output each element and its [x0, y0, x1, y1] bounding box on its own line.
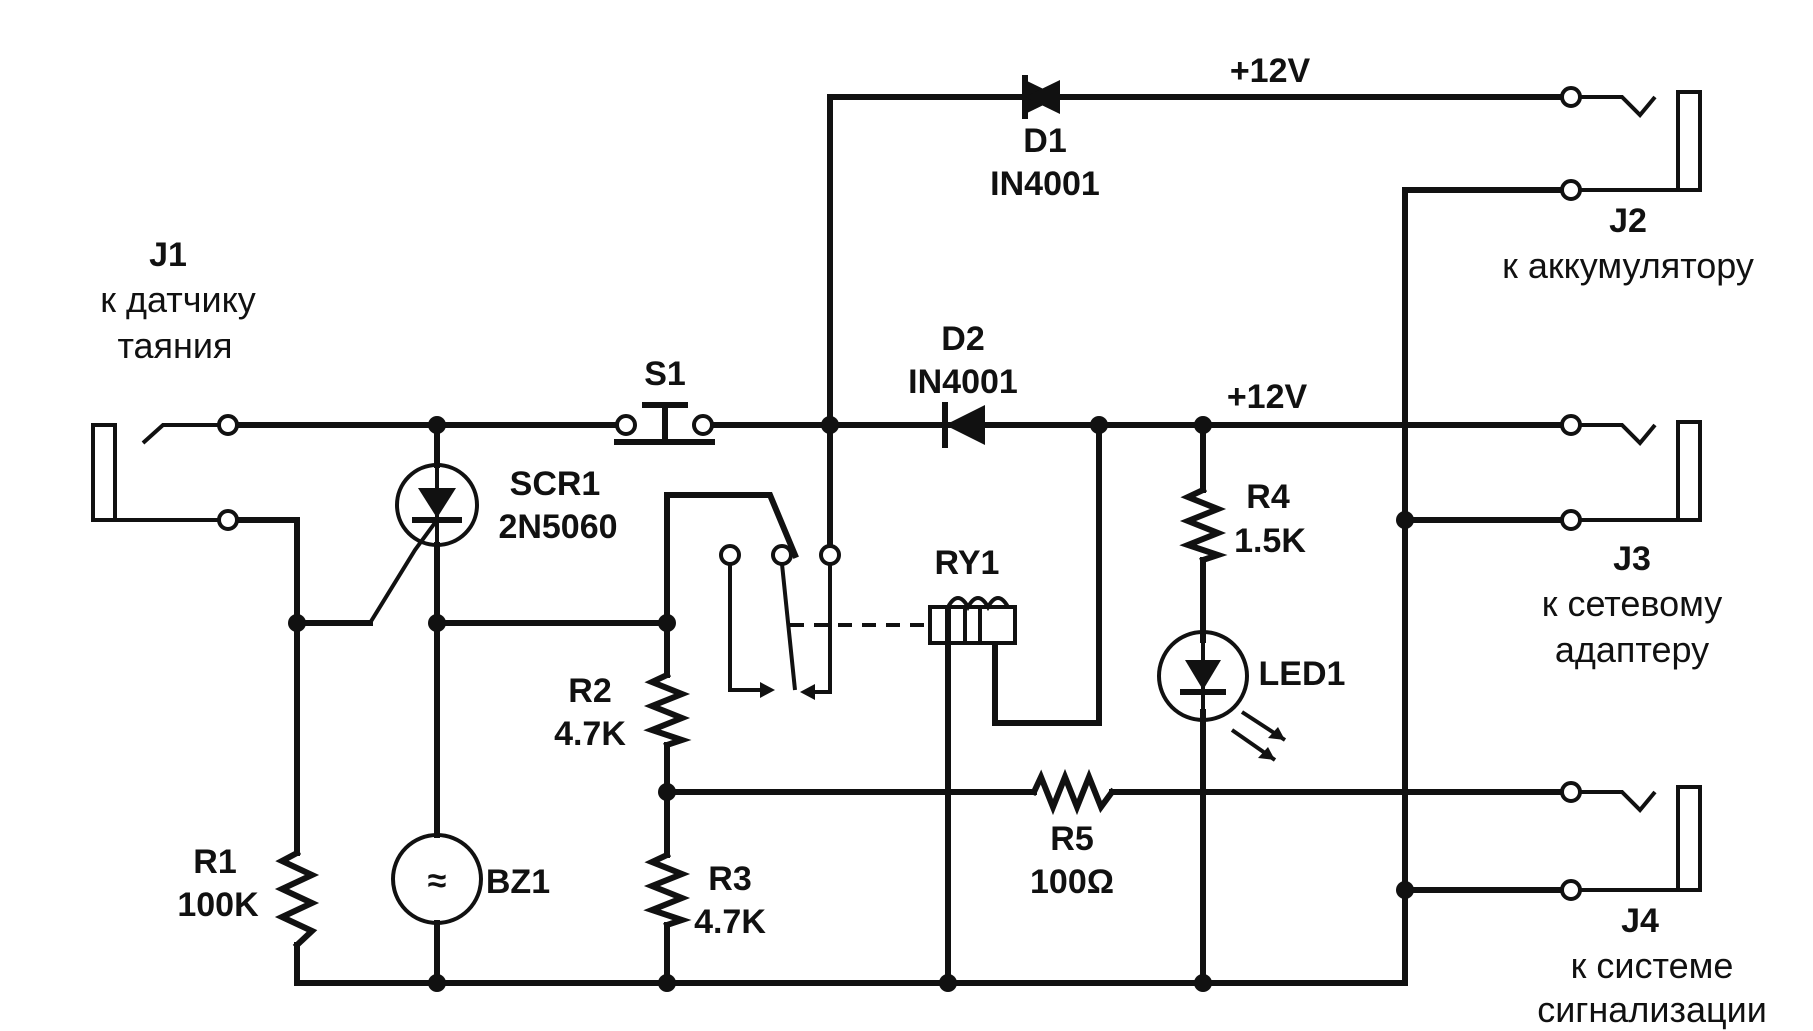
- junction-dot: [821, 416, 839, 434]
- label-r3-ref: R3: [708, 860, 751, 898]
- label-ry1-ref: RY1: [935, 544, 1000, 582]
- resistor-r3: [643, 851, 692, 929]
- label-j4-desc-1: к системе: [1571, 945, 1734, 986]
- label-r3-val: 4.7K: [694, 903, 766, 941]
- label-scr1-part: 2N5060: [498, 508, 617, 546]
- junction-dot: [428, 974, 446, 992]
- label-r2-val: 4.7K: [554, 715, 626, 753]
- label-j4-ref: J4: [1621, 902, 1659, 940]
- resistor-r4: [1179, 486, 1228, 564]
- switch-s1: [614, 402, 715, 445]
- label-led1-ref: LED1: [1259, 655, 1346, 693]
- label-d1-part: IN4001: [990, 165, 1100, 203]
- label-r4-val: 1.5K: [1234, 522, 1306, 560]
- label-j1-desc-1: к датчику: [100, 279, 256, 320]
- resistor-r5: [1030, 768, 1117, 816]
- junction-dot: [658, 614, 676, 632]
- jack-j3: [1560, 414, 1702, 531]
- junction-dot: [939, 974, 957, 992]
- jack-j2: [1560, 86, 1702, 201]
- buzzer-symbol: ≈: [428, 862, 447, 900]
- jack-j1: [91, 414, 239, 531]
- label-j2-desc: к аккумулятору: [1502, 245, 1754, 286]
- junction-dot: [288, 614, 306, 632]
- label-j2-ref: J2: [1609, 202, 1647, 240]
- wires: [231, 94, 1581, 986]
- label-r4-ref: R4: [1246, 478, 1290, 516]
- label-d1-ref: D1: [1023, 122, 1066, 160]
- junction-dot: [1396, 511, 1414, 529]
- junction-dot: [1396, 881, 1414, 899]
- relay-contact-com: [771, 544, 793, 566]
- junction-dot: [658, 783, 676, 801]
- label-r5-val: 100Ω: [1030, 863, 1114, 901]
- label-scr1-ref: SCR1: [510, 465, 601, 503]
- labels: J1 к датчику таяния +12V D1 IN4001 J2 к …: [100, 52, 1767, 1030]
- junction-dot: [1090, 416, 1108, 434]
- label-j3-ref: J3: [1613, 540, 1651, 578]
- junction-dot: [658, 974, 676, 992]
- relay-contact-nc: [819, 544, 841, 566]
- label-j3-desc-2: адаптеру: [1555, 629, 1709, 670]
- label-j1-ref: J1: [149, 236, 187, 274]
- resistor-r1: [274, 848, 320, 950]
- relay-contact-no: [719, 544, 741, 566]
- resistor-r2: [643, 671, 692, 749]
- label-v-top: +12V: [1230, 52, 1311, 90]
- label-bz1-ref: BZ1: [486, 863, 550, 901]
- label-r1-val: 100K: [177, 886, 259, 924]
- scr-scr1: [368, 463, 479, 625]
- label-j1-desc-2: таяния: [117, 325, 232, 366]
- label-s1-ref: S1: [644, 355, 686, 393]
- label-v-mid: +12V: [1227, 378, 1308, 416]
- jack-j4: [1560, 781, 1702, 901]
- label-j3-desc-1: к сетевому: [1542, 583, 1723, 624]
- diode-d1: [1022, 75, 1060, 119]
- led-led1: [1157, 630, 1287, 762]
- label-r5-ref: R5: [1050, 820, 1093, 858]
- label-d2-part: IN4001: [908, 363, 1018, 401]
- label-d2-ref: D2: [941, 320, 984, 358]
- label-r1-ref: R1: [193, 843, 236, 881]
- junctions: [288, 416, 1414, 992]
- label-j4-desc-2: сигнализации: [1537, 989, 1767, 1030]
- junction-dot: [1194, 416, 1212, 434]
- label-r2-ref: R2: [568, 672, 611, 710]
- diode-d2: [942, 402, 985, 448]
- buzzer-bz1: ≈: [391, 833, 483, 925]
- junction-dot: [428, 614, 446, 632]
- junction-dot: [428, 416, 446, 434]
- relay-ry1: [719, 544, 1017, 700]
- junction-dot: [1194, 974, 1212, 992]
